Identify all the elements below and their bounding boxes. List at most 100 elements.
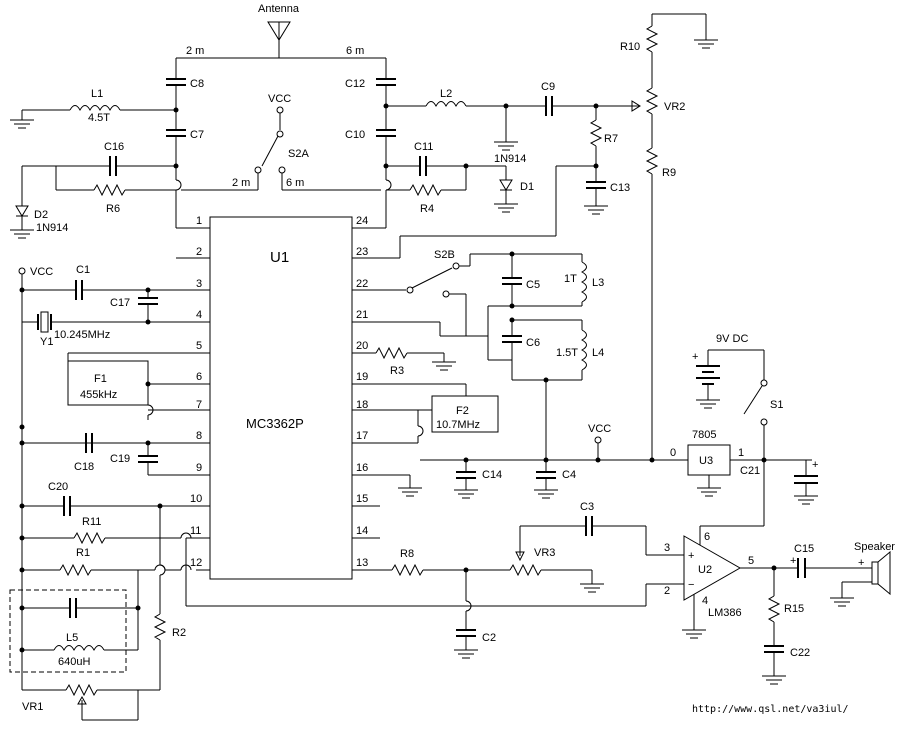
pin-8: 8	[196, 430, 202, 442]
antenna: Antenna	[258, 3, 300, 58]
label-R11: R11	[82, 516, 101, 528]
label-C6: C6	[526, 337, 540, 349]
ic-U1	[209, 216, 353, 580]
label-R10: R10	[620, 41, 640, 53]
pin-21: 21	[356, 309, 368, 321]
pin-4: 4	[196, 309, 202, 321]
label-L4: L4	[592, 347, 604, 359]
label-C21: C21	[740, 465, 760, 477]
label-C19: C19	[110, 453, 130, 465]
label-R4: R4	[420, 203, 434, 215]
pin-reg-out: 1	[738, 447, 744, 459]
pin-12: 12	[190, 557, 202, 569]
source-url[interactable]: http://www.qsl.net/va3iul/	[692, 704, 849, 715]
label-C10: C10	[345, 129, 365, 141]
part-U2: LM386	[708, 607, 742, 619]
label-C9: C9	[541, 81, 555, 93]
antenna-label: Antenna	[258, 3, 300, 15]
coil-L5-box	[9, 589, 127, 673]
diode-D2	[10, 205, 34, 239]
label-C8: C8	[190, 78, 204, 90]
plus-C15: +	[790, 555, 796, 567]
value-L1: 4.5T	[88, 112, 110, 124]
capacitor-C7: C7	[166, 129, 204, 141]
pin-24: 24	[356, 215, 368, 227]
label-L1: L1	[91, 88, 103, 100]
label-C12: C12	[345, 78, 365, 90]
label-VR1: VR1	[22, 701, 43, 713]
pin-reg-in: 0	[670, 447, 676, 459]
label-C4: C4	[562, 469, 576, 481]
value-Y1: 10.245MHz	[54, 329, 110, 341]
amp-pin-out: 5	[748, 555, 754, 567]
value-F1: 455kHz	[80, 389, 117, 401]
label-speaker: Speaker	[854, 541, 895, 553]
label-S2A: S2A	[288, 148, 309, 160]
amp-pin-bot: 4	[702, 595, 708, 607]
label-R9: R9	[662, 167, 676, 179]
value-L5: 640uH	[58, 656, 90, 668]
label-vcc-rail: VCC	[588, 423, 611, 435]
label-R8: R8	[400, 548, 414, 560]
ic-U1-left-pins: 1 2 3 4 5 6 7 8 9 10 11 12	[22, 215, 210, 571]
diode-D1	[494, 179, 518, 213]
label-S2B: S2B	[434, 249, 455, 261]
ic-U1-part: MC3362P	[246, 416, 304, 431]
filter-F2	[431, 395, 499, 433]
label-R1: R1	[76, 547, 90, 559]
label-R2: R2	[172, 627, 186, 639]
ic-U1-right-pins: 24 23 22 21 20 19 18 17 16 15 14 13	[352, 215, 466, 571]
amplifier-U2	[683, 535, 742, 601]
label-C1: C1	[76, 264, 90, 276]
amp-minus: −	[688, 579, 694, 591]
label-R3: R3	[390, 365, 404, 377]
label-C2: C2	[482, 632, 496, 644]
band-label-6m-sw: 6 m	[286, 177, 304, 189]
amp-pin-pos: 3	[664, 542, 670, 554]
pin-6: 6	[196, 371, 202, 383]
plus-C21: +	[812, 459, 818, 471]
label-supply: 9V DC	[716, 333, 748, 345]
label-D2: D2	[34, 209, 48, 221]
pin-17: 17	[356, 430, 368, 442]
amp-pin-neg: 2	[664, 585, 670, 597]
pin-1: 1	[196, 215, 202, 227]
regulator-U3	[687, 444, 731, 476]
label-C22: C22	[790, 647, 810, 659]
pin-7: 7	[196, 399, 202, 411]
value-L4: 1.5T	[556, 347, 578, 359]
label-D1: D1	[520, 181, 534, 193]
label-VR2: VR2	[664, 101, 685, 113]
pin-15: 15	[356, 493, 368, 505]
label-C14: C14	[482, 469, 502, 481]
plus-battery: +	[692, 351, 698, 363]
label-L5: L5	[66, 632, 78, 644]
part-D2: 1N914	[36, 222, 68, 234]
label-U3: U3	[699, 455, 713, 467]
label-C5: C5	[526, 279, 540, 291]
label-vcc-left: VCC	[30, 266, 53, 278]
value-L3: 1T	[564, 273, 577, 285]
pin-11: 11	[190, 525, 201, 537]
pin-3: 3	[196, 278, 202, 290]
ground-symbol-L1	[10, 119, 34, 129]
capacitor-C8: C8	[166, 78, 204, 90]
label-Y1: Y1	[40, 336, 53, 348]
pin-19: 19	[356, 371, 368, 383]
band-label-2m-top: 2 m	[186, 45, 204, 57]
label-L2: L2	[440, 88, 452, 100]
pin-23: 23	[356, 246, 368, 258]
pin-16: 16	[356, 462, 368, 474]
amp-plus: +	[688, 550, 694, 562]
label-C13: C13	[610, 182, 630, 194]
pin-20: 20	[356, 340, 368, 352]
band-label-2m-sw: 2 m	[232, 177, 250, 189]
speaker-cone	[877, 550, 891, 596]
label-S1: S1	[770, 399, 783, 411]
label-R15: R15	[784, 603, 804, 615]
pin-9: 9	[196, 462, 202, 474]
label-F1: F1	[94, 373, 107, 385]
label-C20: C20	[48, 481, 68, 493]
speaker-magnet	[871, 561, 879, 585]
pin-10: 10	[190, 493, 202, 505]
